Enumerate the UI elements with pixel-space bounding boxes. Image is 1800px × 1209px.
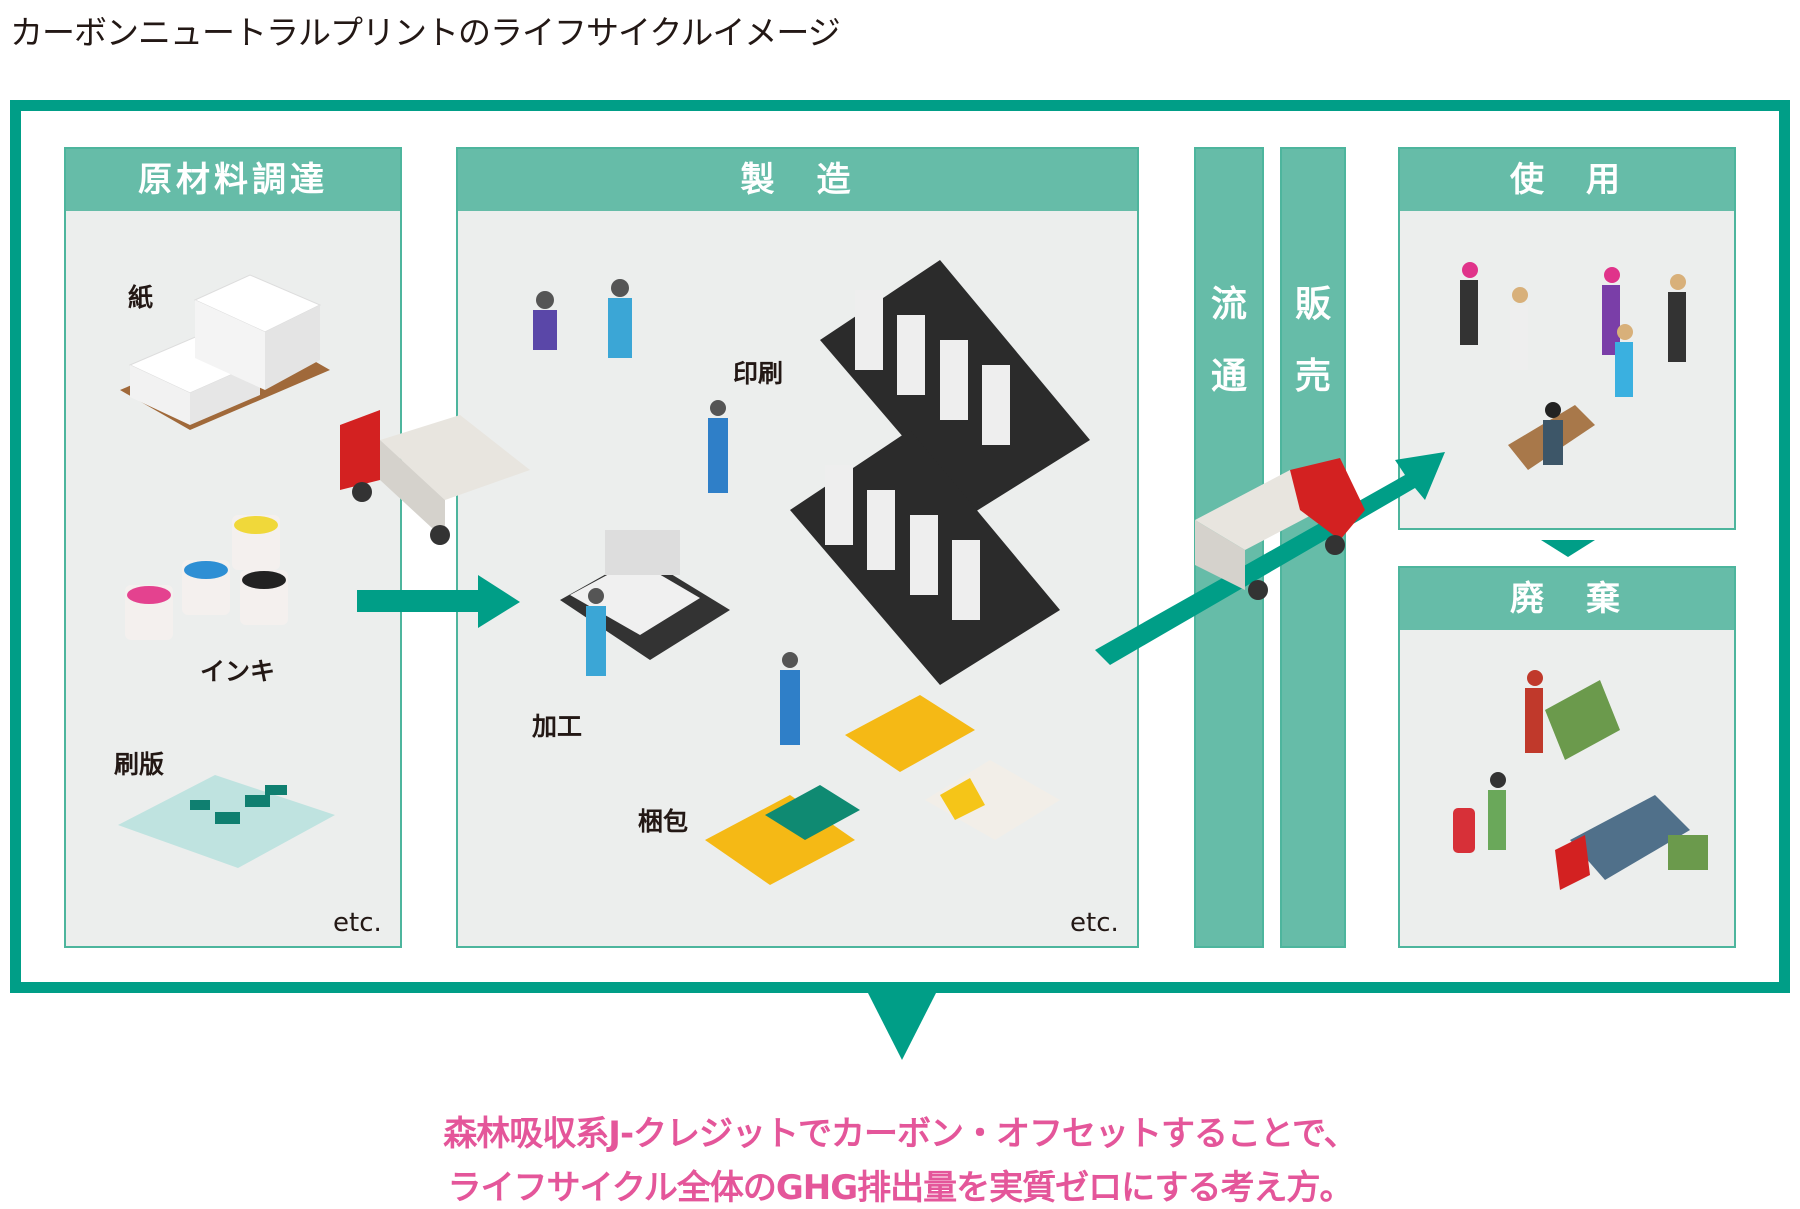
item-label-paper: 紙	[128, 283, 154, 312]
distribution-char: 流	[1210, 284, 1247, 325]
item-label-packing: 梱包	[638, 807, 689, 836]
distribution-char: 通	[1210, 356, 1247, 397]
item-label-plate: 刷版	[114, 750, 165, 779]
etc-label: etc.	[333, 908, 382, 938]
arrow-right-icon	[357, 575, 520, 628]
stage-header: 原材料調達	[66, 149, 400, 211]
item-label-printing: 印刷	[733, 359, 784, 388]
stage-header: 使 用	[1400, 149, 1734, 211]
item-label-ink: インキ	[200, 657, 276, 686]
trash-bins-illustration	[1453, 680, 1708, 890]
arrow-down-large-icon	[868, 993, 936, 1060]
cutting-machine-illustration	[560, 530, 730, 660]
page-title: カーボンニュートラルプリントのライフサイクルイメージ	[10, 13, 841, 52]
truck-illustration	[1195, 458, 1365, 600]
truck-illustration	[340, 410, 530, 545]
lifecycle-frame	[10, 100, 1790, 993]
sales-char: 売	[1294, 356, 1331, 397]
printing-plates-illustration	[118, 775, 335, 868]
printing-press-illustration	[790, 260, 1090, 685]
item-label-processing: 加工	[532, 712, 583, 741]
stage-header: 廃 棄	[1400, 568, 1734, 630]
arrow-down-small-icon	[1541, 540, 1595, 557]
packages-illustration	[705, 695, 1060, 885]
paper-stack-illustration	[120, 274, 330, 430]
sales-char: 販	[1294, 284, 1331, 325]
message-line-2: ライフサイクル全体のGHG排出量を実質ゼロにする考え方。	[447, 1168, 1354, 1208]
message-line-1: 森林吸収系J-クレジットでカーボン・オフセットすることで、	[443, 1114, 1357, 1154]
people-illustration	[533, 262, 1686, 850]
etc-label: etc.	[1070, 908, 1119, 938]
ink-cans-illustration	[125, 515, 288, 640]
stage-header: 製 造	[458, 149, 1137, 211]
